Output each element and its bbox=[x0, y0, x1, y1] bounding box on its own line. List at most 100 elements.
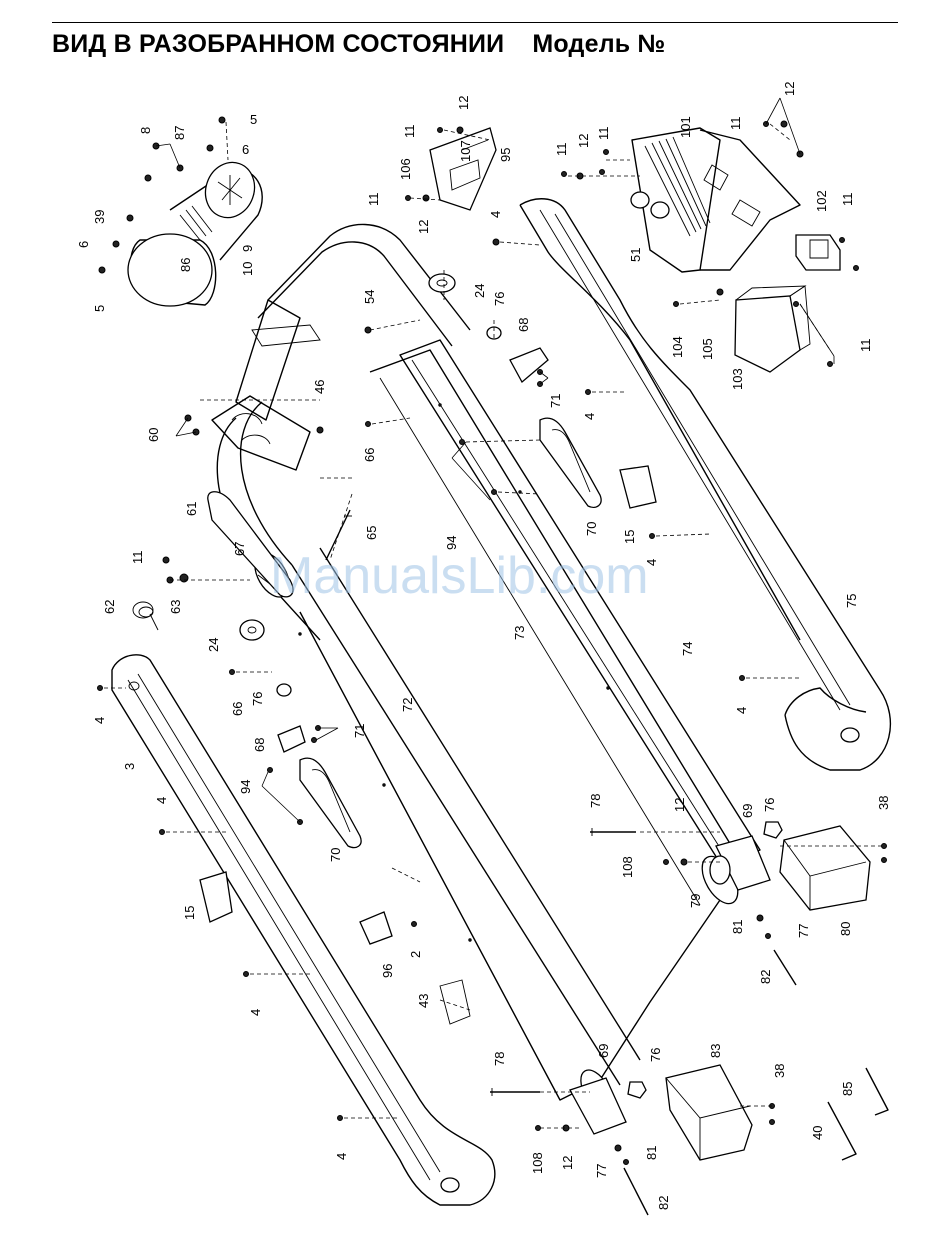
callout-11g: 11 bbox=[858, 339, 873, 353]
callout-11h: 11 bbox=[130, 551, 145, 565]
callout-70a: 70 bbox=[584, 522, 599, 536]
callout-76a: 76 bbox=[492, 292, 507, 306]
callout-76d: 76 bbox=[648, 1048, 663, 1062]
callout-4h: 4 bbox=[334, 1153, 349, 1160]
callout-2: 2 bbox=[408, 951, 423, 958]
pulley-guard bbox=[207, 491, 294, 598]
callout-69b: 69 bbox=[596, 1044, 611, 1058]
callout-83: 83 bbox=[708, 1044, 723, 1058]
rear-leg-cover-80 bbox=[779, 825, 871, 911]
callout-94b: 94 bbox=[238, 780, 253, 794]
callout-43: 43 bbox=[416, 994, 431, 1008]
callout-85: 85 bbox=[840, 1082, 855, 1096]
callout-15a: 15 bbox=[622, 530, 637, 544]
callout-78b: 78 bbox=[492, 1052, 507, 1066]
callout-12c: 12 bbox=[576, 134, 591, 148]
callout-81b: 81 bbox=[644, 1146, 659, 1160]
callout-68b: 68 bbox=[252, 738, 267, 752]
callout-66b: 66 bbox=[230, 702, 245, 716]
left-side-rail bbox=[111, 654, 496, 1206]
spacer-76-b bbox=[276, 683, 292, 697]
callout-12e: 12 bbox=[672, 798, 687, 812]
wire-62 bbox=[132, 601, 159, 631]
callout-11c: 11 bbox=[554, 143, 569, 157]
callout-5a: 5 bbox=[250, 112, 257, 127]
callout-51: 51 bbox=[628, 248, 643, 262]
callout-9: 9 bbox=[240, 245, 255, 252]
callout-15b: 15 bbox=[182, 906, 197, 920]
callout-104: 104 bbox=[670, 336, 685, 358]
callout-4f: 4 bbox=[154, 797, 169, 804]
callout-6b: 6 bbox=[76, 241, 91, 248]
wheel-24-lower bbox=[239, 619, 265, 641]
callout-10: 10 bbox=[240, 262, 255, 276]
callout-71a: 71 bbox=[548, 394, 563, 408]
wheel-24-upper bbox=[428, 273, 456, 293]
callout-101: 101 bbox=[678, 116, 693, 138]
decal-15-a bbox=[619, 465, 657, 509]
callout-87: 87 bbox=[172, 126, 187, 140]
capacitor-box-103 bbox=[734, 285, 811, 373]
callout-76c: 76 bbox=[762, 798, 777, 812]
callout-103: 103 bbox=[730, 368, 745, 390]
callout-108a: 108 bbox=[620, 856, 635, 878]
callout-62: 62 bbox=[102, 600, 117, 614]
callout-11e: 11 bbox=[728, 117, 743, 131]
callout-74: 74 bbox=[680, 642, 695, 656]
callout-5b: 5 bbox=[92, 305, 107, 312]
hex-key-40 bbox=[827, 1101, 857, 1161]
title-text: ВИД В РАЗОБРАННОМ СОСТОЯНИИ bbox=[52, 30, 505, 58]
callout-24a: 24 bbox=[472, 284, 487, 298]
callout-4a: 4 bbox=[488, 211, 503, 218]
callout-38b: 38 bbox=[772, 1064, 787, 1078]
callout-4d: 4 bbox=[734, 707, 749, 714]
callout-80: 80 bbox=[838, 922, 853, 936]
foot-rail-70-upper bbox=[539, 417, 602, 509]
callout-107: 107 bbox=[458, 140, 473, 162]
rear-leg-cover-83 bbox=[665, 1064, 753, 1161]
callout-11d: 11 bbox=[596, 127, 611, 141]
callout-102: 102 bbox=[814, 190, 829, 212]
callout-labels: 5 6 8 87 39 6 5 86 9 10 11 12 107 95 106… bbox=[76, 82, 891, 1210]
hex-key-85 bbox=[865, 1067, 889, 1116]
drive-motor bbox=[127, 161, 263, 307]
callout-76b: 76 bbox=[250, 692, 265, 706]
callout-12f: 12 bbox=[560, 1156, 575, 1170]
bolt-82-b bbox=[623, 1167, 649, 1216]
callout-60: 60 bbox=[146, 428, 161, 442]
callout-54: 54 bbox=[362, 290, 377, 304]
callout-11a: 11 bbox=[402, 125, 417, 139]
callout-46: 46 bbox=[312, 380, 327, 394]
callout-86: 86 bbox=[178, 258, 193, 272]
callout-65: 65 bbox=[364, 526, 379, 540]
callout-12d: 12 bbox=[782, 82, 797, 96]
watermark: ManualsLib.com bbox=[270, 547, 649, 605]
bracket-68-a bbox=[509, 347, 549, 384]
callout-61: 61 bbox=[184, 502, 199, 516]
callout-73: 73 bbox=[512, 626, 527, 640]
callout-66a: 66 bbox=[362, 448, 377, 462]
bracket-96 bbox=[359, 911, 393, 945]
callout-4e: 4 bbox=[92, 717, 107, 724]
callout-67: 67 bbox=[232, 542, 247, 556]
nut-76-c bbox=[763, 821, 783, 839]
callout-12a: 12 bbox=[456, 96, 471, 110]
callout-81a: 81 bbox=[730, 920, 745, 934]
callout-11f: 11 bbox=[840, 193, 855, 207]
decal-43 bbox=[439, 979, 471, 1025]
callout-70b: 70 bbox=[328, 848, 343, 862]
callout-79: 79 bbox=[688, 894, 703, 908]
callout-4c: 4 bbox=[644, 559, 659, 566]
callout-95: 95 bbox=[498, 148, 513, 162]
callout-75: 75 bbox=[844, 594, 859, 608]
callout-68a: 68 bbox=[516, 318, 531, 332]
callout-40: 40 bbox=[810, 1126, 825, 1140]
callout-4b: 4 bbox=[582, 413, 597, 420]
motor-controller bbox=[630, 127, 801, 273]
bracket-68-b bbox=[277, 725, 306, 753]
callout-63: 63 bbox=[168, 600, 183, 614]
callout-105: 105 bbox=[700, 338, 715, 360]
callout-69a: 69 bbox=[740, 804, 755, 818]
